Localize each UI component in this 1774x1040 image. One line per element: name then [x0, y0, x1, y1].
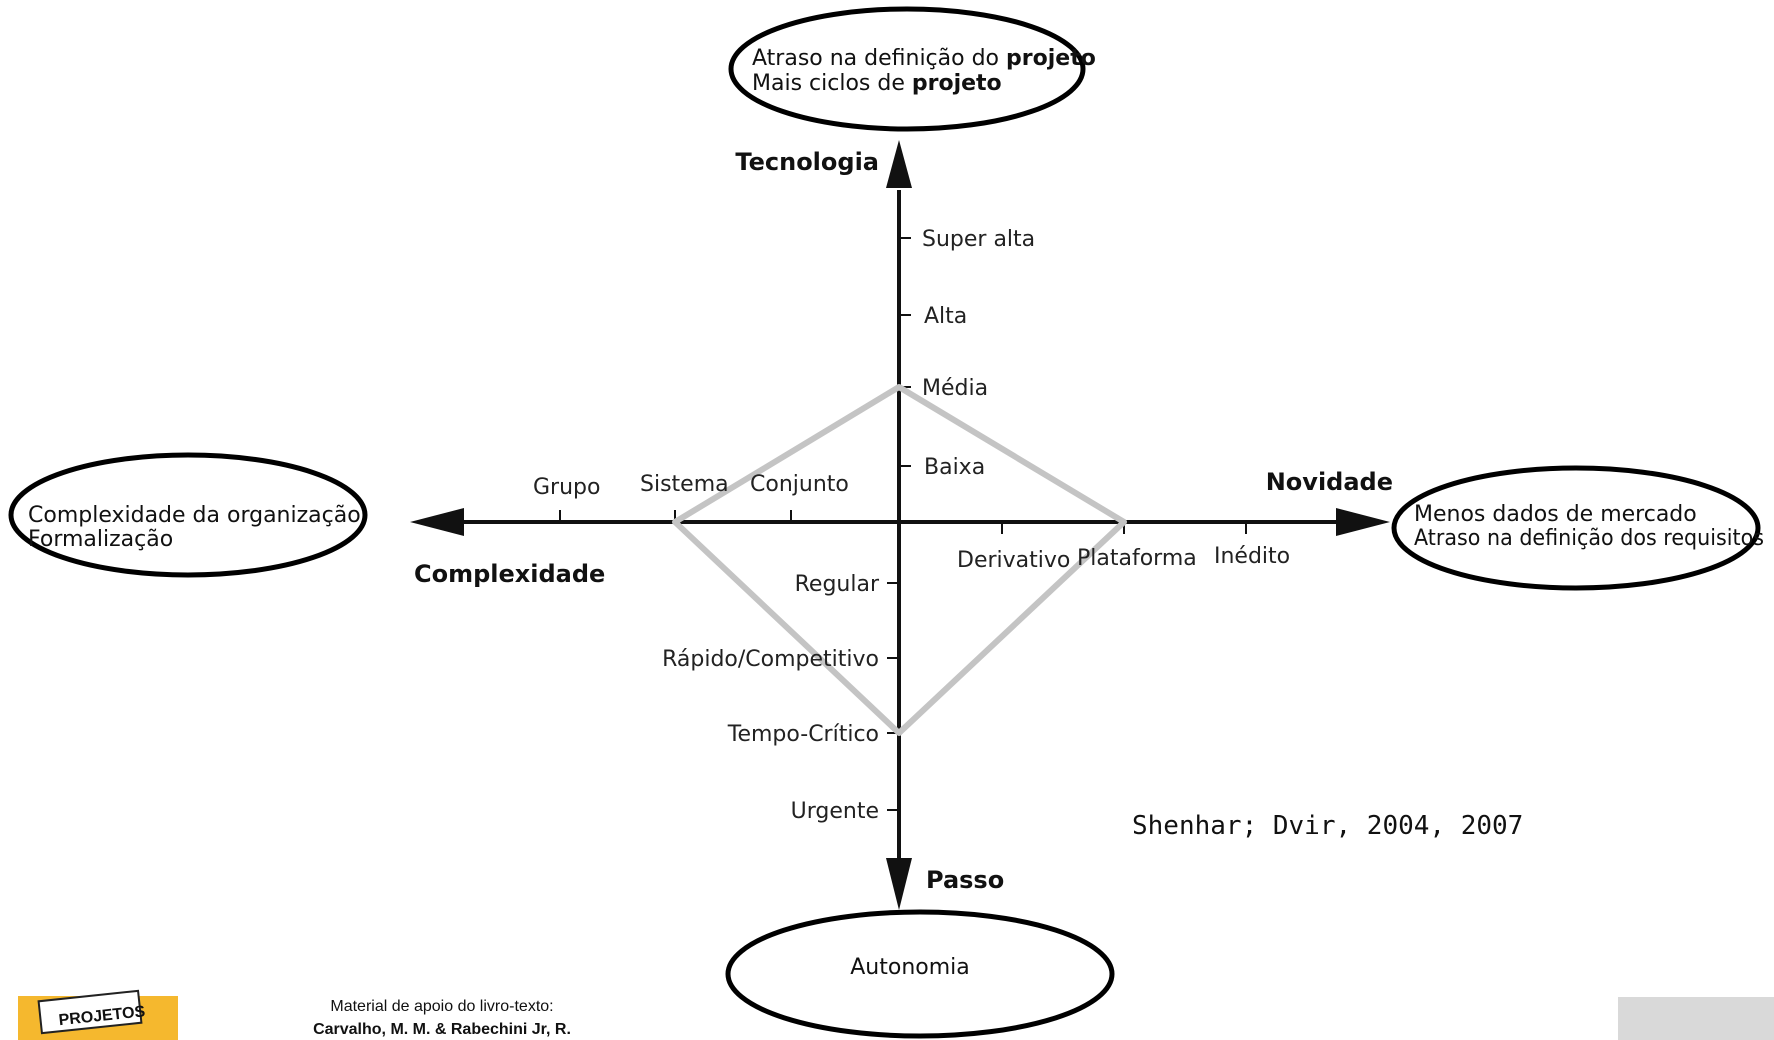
footer-line2: Carvalho, M. M. & Rabechini Jr, R. — [313, 1021, 571, 1038]
passo-arrowhead — [886, 858, 912, 910]
note-top-line2: Mais ciclos de projeto — [752, 71, 1002, 96]
note-top-line1: Atraso na definição do projeto — [752, 46, 1096, 71]
note-top-ellipse — [728, 6, 1086, 132]
novidade-levels: Derivativo Plataforma Inédito — [957, 544, 1290, 573]
tecnologia-arrowhead — [886, 140, 912, 188]
axis-title-complexidade: Complexidade — [414, 560, 605, 588]
level-grupo: Grupo — [533, 475, 600, 500]
axis-title-novidade: Novidade — [1266, 468, 1393, 496]
book-cover-label-box — [37, 989, 143, 1035]
level-tempo-critico: Tempo-Crítico — [727, 722, 879, 747]
novidade-arrowhead — [1336, 508, 1390, 536]
note-left-ellipse — [8, 452, 368, 578]
level-conjunto: Conjunto — [750, 472, 849, 497]
note-left-line2: Formalização — [28, 527, 173, 552]
note-bottom-ellipse — [725, 909, 1115, 1039]
passo-levels: Regular Rápido/Competitivo Tempo-Crítico… — [662, 572, 880, 824]
note-left-line1: Complexidade da organização — [28, 503, 361, 528]
footer-line1: Material de apoio do livro-texto: — [330, 998, 553, 1015]
note-top: Atraso na definição do projeto Mais cicl… — [728, 6, 1096, 132]
level-baixa: Baixa — [924, 455, 985, 480]
note-left: Complexidade da organização Formalização — [8, 452, 368, 578]
axis-title-passo: Passo — [926, 866, 1004, 894]
level-derivativo: Derivativo — [957, 548, 1070, 573]
level-media: Média — [922, 376, 988, 401]
note-bottom: Autonomia — [725, 909, 1115, 1039]
level-rapido-competitivo: Rápido/Competitivo — [662, 647, 879, 672]
note-right-line1: Menos dados de mercado — [1414, 502, 1697, 527]
citation: Shenhar; Dvir, 2004, 2007 — [1132, 811, 1523, 841]
note-right-ellipse — [1391, 465, 1761, 591]
complexidade-levels: Conjunto Sistema Grupo — [533, 472, 849, 500]
note-right-line2: Atraso na definição dos requisitos — [1414, 526, 1764, 551]
axes — [410, 140, 1390, 910]
level-inedito: Inédito — [1214, 544, 1290, 569]
level-plataforma: Plataforma — [1077, 546, 1197, 571]
axis-title-tecnologia: Tecnologia — [735, 148, 879, 176]
project-profile-diamond — [672, 384, 1127, 736]
level-alta: Alta — [924, 304, 967, 329]
level-urgente: Urgente — [791, 799, 879, 824]
level-regular: Regular — [795, 572, 880, 597]
note-bottom-line1: Autonomia — [850, 955, 970, 980]
complexidade-arrowhead — [410, 508, 464, 536]
tecnologia-levels: Super alta Alta Média Baixa — [922, 227, 1035, 480]
note-right: Menos dados de mercado Atraso na definiç… — [1391, 465, 1764, 591]
level-sistema: Sistema — [640, 472, 729, 497]
level-super-alta: Super alta — [922, 227, 1035, 252]
footer: PROJETOS Material de apoio do livro-text… — [18, 989, 1774, 1040]
footer-gray-block — [1618, 997, 1774, 1040]
